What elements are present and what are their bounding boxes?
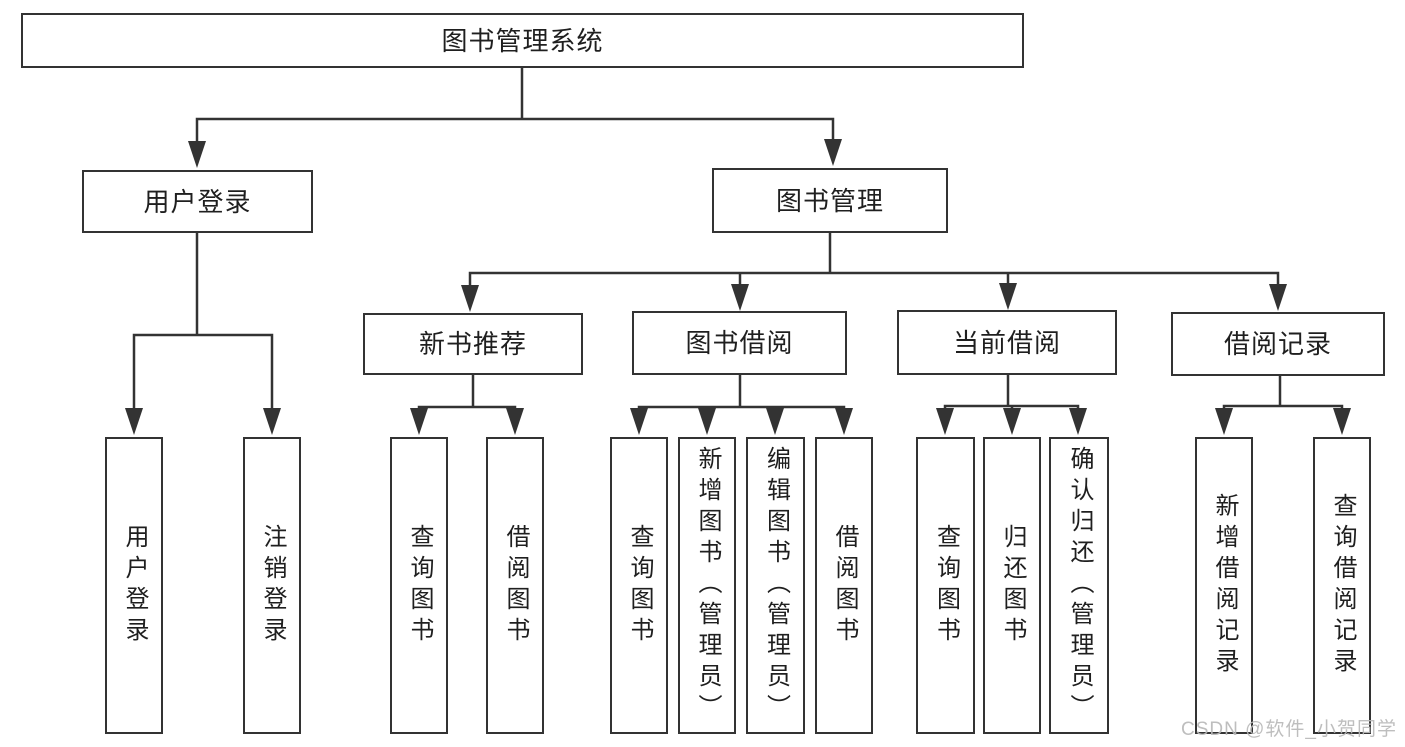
leaf-user-login: 用户登录 (105, 437, 163, 734)
arrowhead (999, 283, 1017, 310)
arrowhead (188, 141, 206, 168)
node-user-login-label: 用户登录 (143, 186, 252, 217)
arrowhead (410, 408, 428, 435)
arrowhead (263, 408, 281, 435)
node-root-label: 图书管理系统 (441, 25, 604, 56)
arrowhead (1333, 408, 1351, 435)
arrowhead (1269, 284, 1287, 311)
arrowhead (731, 284, 749, 311)
arrowhead (698, 408, 716, 435)
node-book-management: 图书管理 (712, 168, 948, 233)
node-book-borrow-label: 图书借阅 (685, 328, 794, 358)
leaf-query-books-current-label: 查询图书 (932, 523, 960, 648)
leaf-logout-label: 注销登录 (259, 523, 286, 648)
arrowhead (461, 285, 479, 312)
leaf-add-books-admin: 新增图书（管理员） (678, 437, 736, 734)
arrowhead (630, 408, 648, 435)
leaf-edit-books-admin: 编辑图书（管理员） (746, 437, 805, 734)
connector-book-borrow-children (637, 375, 846, 413)
leaf-borrow-books-recommend: 借阅图书 (486, 437, 544, 734)
arrowhead (1069, 408, 1087, 435)
arrowhead (835, 408, 853, 435)
leaf-query-books-borrow-label: 查询图书 (626, 523, 653, 648)
leaf-logout: 注销登录 (243, 437, 301, 734)
leaf-confirm-return-admin-label: 确认归还（管理员） (1066, 446, 1093, 725)
arrowhead (1003, 408, 1021, 435)
leaf-borrow-books-recommend-label: 借阅图书 (502, 523, 529, 648)
connector-current-borrow-children (943, 375, 1080, 413)
leaf-query-books-current: 查询图书 (916, 437, 975, 734)
node-new-book-recommend: 新书推荐 (363, 313, 583, 375)
connector-book-management-children (468, 233, 1280, 288)
connector-user-login-children (132, 233, 274, 411)
arrowhead (936, 408, 954, 435)
arrowheads (125, 139, 1351, 435)
leaf-borrow-books-label: 借阅图书 (831, 523, 858, 648)
leaf-add-books-admin-label: 新增图书（管理员） (694, 446, 721, 725)
leaf-query-books-recommend-label: 查询图书 (406, 523, 433, 648)
leaf-confirm-return-admin: 确认归还（管理员） (1049, 437, 1109, 734)
arrowhead (1215, 408, 1233, 435)
leaf-query-borrow-record-label: 查询借阅记录 (1329, 492, 1356, 679)
leaf-query-borrow-record: 查询借阅记录 (1313, 437, 1371, 734)
csdn-watermark: CSDN @软件_小贺同学 (1181, 719, 1397, 740)
node-book-management-label: 图书管理 (775, 185, 884, 216)
node-current-borrow-label: 当前借阅 (952, 327, 1061, 358)
arrowhead (824, 139, 842, 166)
node-book-borrow: 图书借阅 (632, 311, 847, 375)
arrowhead (506, 408, 524, 435)
leaf-user-login-label: 用户登录 (121, 523, 148, 648)
connector-borrow-records-children (1222, 376, 1344, 412)
leaf-return-books-label: 归还图书 (999, 523, 1026, 648)
arrowhead (125, 408, 143, 435)
node-borrow-records-label: 借阅记录 (1223, 329, 1332, 359)
leaf-borrow-books: 借阅图书 (815, 437, 873, 734)
node-current-borrow: 当前借阅 (897, 310, 1117, 375)
leaf-query-books-recommend: 查询图书 (390, 437, 448, 734)
connector-root-to-level2 (195, 68, 835, 144)
leaf-add-borrow-record-label: 新增借阅记录 (1211, 492, 1238, 679)
node-borrow-records: 借阅记录 (1171, 312, 1385, 376)
node-user-login: 用户登录 (82, 170, 313, 233)
leaf-query-books-borrow: 查询图书 (610, 437, 668, 734)
node-root: 图书管理系统 (21, 13, 1024, 68)
node-new-book-recommend-label: 新书推荐 (418, 329, 527, 359)
arrowhead (766, 408, 784, 435)
leaf-return-books: 归还图书 (983, 437, 1041, 734)
connector-new-book-children (417, 375, 517, 413)
leaf-add-borrow-record: 新增借阅记录 (1195, 437, 1253, 734)
leaf-edit-books-admin-label: 编辑图书（管理员） (762, 446, 790, 725)
